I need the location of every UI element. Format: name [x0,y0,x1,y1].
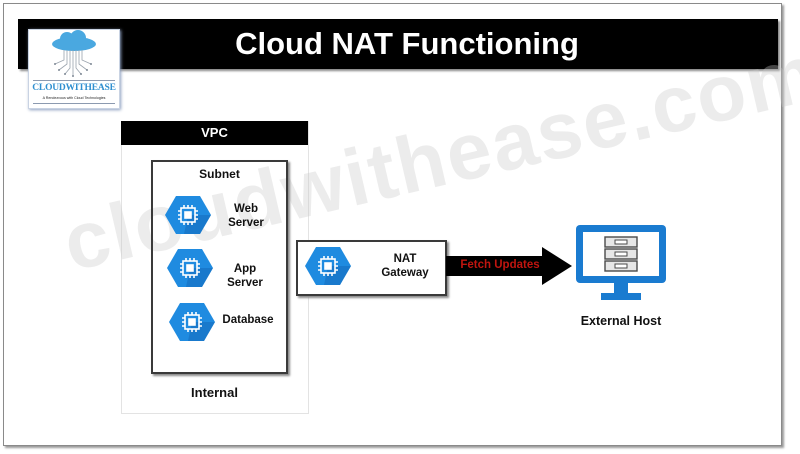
subnet-label: Subnet [199,167,240,181]
compute-engine-icon [169,303,215,341]
database-label: Database [222,314,274,326]
cloud-circuit-icon [52,30,96,77]
subnet-container [151,160,288,374]
logo: CLOUDWITHEASE A Rendezvous with Cloud Te… [28,29,120,109]
title-bar [18,19,778,69]
compute-engine-icon [305,247,351,285]
fetch-updates-arrow [446,247,572,285]
logo-name: CLOUDWITHEASE [32,83,116,93]
web-server-node [164,195,212,235]
vpc-footer-label: Internal [191,385,238,400]
page-title: Cloud NAT Functioning [235,26,579,61]
app-server-node [166,248,214,288]
nat-gateway-label: NAT Gateway [381,253,429,279]
external-host-label: External Host [580,314,662,328]
app-server-label: App Server [227,263,263,289]
monitor-server-icon [576,225,666,300]
nat-gateway-node [304,246,352,286]
logo-divider [33,103,115,104]
fetch-updates-label: Fetch Updates [460,259,540,271]
database-node [168,302,216,342]
compute-engine-icon [167,249,213,287]
web-server-label: Web Server [228,203,264,229]
logo-divider [33,80,115,81]
logo-tagline: A Rendezvous with Cloud Technologies [42,96,106,100]
compute-engine-icon [165,196,211,234]
vpc-header: VPC [121,121,308,145]
